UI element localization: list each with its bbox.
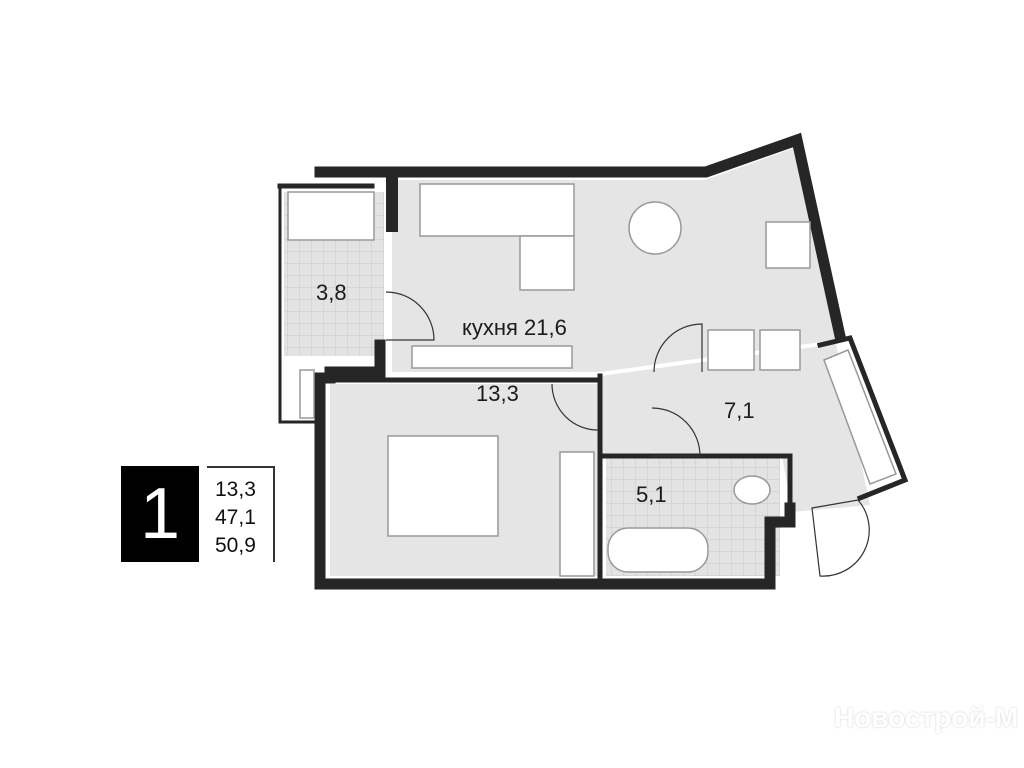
room-area-bathroom: 5,1 [636, 482, 667, 507]
watermark: Новострой-М [834, 702, 1019, 733]
full-area: 50,9 [215, 534, 256, 557]
room-area-hall: 7,1 [724, 398, 755, 423]
room-area-kitchen: кухня 21,6 [462, 315, 567, 340]
hall-floor [600, 344, 870, 512]
walls [277, 132, 909, 590]
doors [385, 291, 870, 577]
room-area-balcony: 3,8 [316, 280, 347, 305]
room-count-badge: 1 [121, 466, 199, 562]
living-area: 13,3 [215, 478, 256, 501]
room-area-bedroom: 13,3 [476, 381, 519, 406]
total-area: 47,1 [215, 506, 256, 529]
area-stats: 13,3 47,1 50,9 [207, 466, 275, 562]
furniture [287, 183, 897, 577]
